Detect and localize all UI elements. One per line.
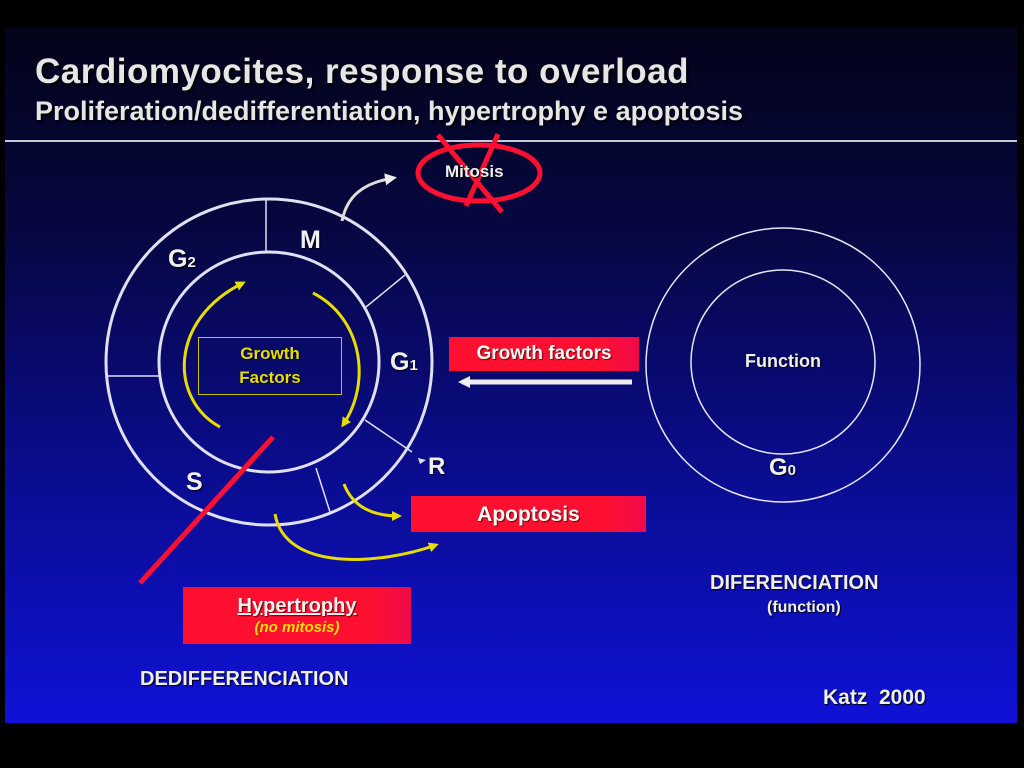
restriction-point-arrow	[418, 458, 426, 464]
cell-cycle-inner-ring	[157, 250, 381, 474]
slide-title: Cardiomyocites, response to overload	[35, 52, 690, 91]
inner-arrow-left	[182, 281, 246, 429]
divider-m-g1	[365, 274, 406, 308]
function-label: Function	[745, 351, 821, 371]
phase-g0-subscript: 0	[787, 462, 797, 479]
mitosis-ellipse	[415, 142, 543, 204]
phase-g1-label: G1	[390, 348, 418, 376]
phase-g2-subscript: 2	[187, 254, 196, 271]
hypertrophy-label: Hypertrophy	[237, 595, 357, 617]
divider-r-s	[315, 467, 331, 513]
m-to-mitosis-arrow	[340, 173, 397, 222]
growth-factors-line2: Factors	[239, 368, 301, 387]
arrow-to-apoptosis-lower	[273, 513, 439, 561]
citation: Katz 2000	[823, 686, 926, 709]
g0-inner-ring	[690, 269, 876, 455]
phase-g2-label: G2	[168, 245, 196, 273]
slide-background	[5, 28, 1017, 723]
hypertrophy-note: (no mitosis)	[254, 619, 340, 636]
growth-factors-center-box: Growth Factors	[198, 337, 342, 395]
divider-g1-r	[364, 419, 413, 453]
title-divider	[5, 140, 1017, 142]
mitosis-cross-a	[436, 133, 504, 214]
phase-m-label: M	[300, 226, 321, 254]
phase-g1-subscript: 1	[409, 357, 418, 374]
phase-s-label: S	[186, 468, 203, 496]
growth-factors-line1: Growth	[240, 344, 300, 363]
mitosis-cross-b	[463, 132, 501, 208]
strike-line	[138, 435, 275, 585]
growth-factors-box: Growth factors	[449, 337, 639, 371]
mitosis-label: Mitosis	[445, 162, 504, 181]
phase-g0-label: G0	[769, 454, 797, 481]
arrow-to-apoptosis-upper	[342, 483, 402, 521]
hypertrophy-box: Hypertrophy (no mitosis)	[183, 587, 411, 644]
apoptosis-box: Apoptosis	[411, 496, 646, 532]
diferenciation-note: (function)	[767, 599, 841, 616]
restriction-point-label: R	[428, 453, 446, 480]
cell-cycle-outer-ring	[104, 197, 434, 527]
inner-arrow-right	[312, 291, 361, 428]
slide-subtitle: Proliferation/dedifferentiation, hypertr…	[35, 96, 744, 126]
dedifferenciation-caption: DEDIFFERENCIATION	[140, 668, 349, 690]
diferenciation-caption: DIFERENCIATION	[710, 572, 879, 594]
g0-outer-ring	[645, 227, 921, 503]
